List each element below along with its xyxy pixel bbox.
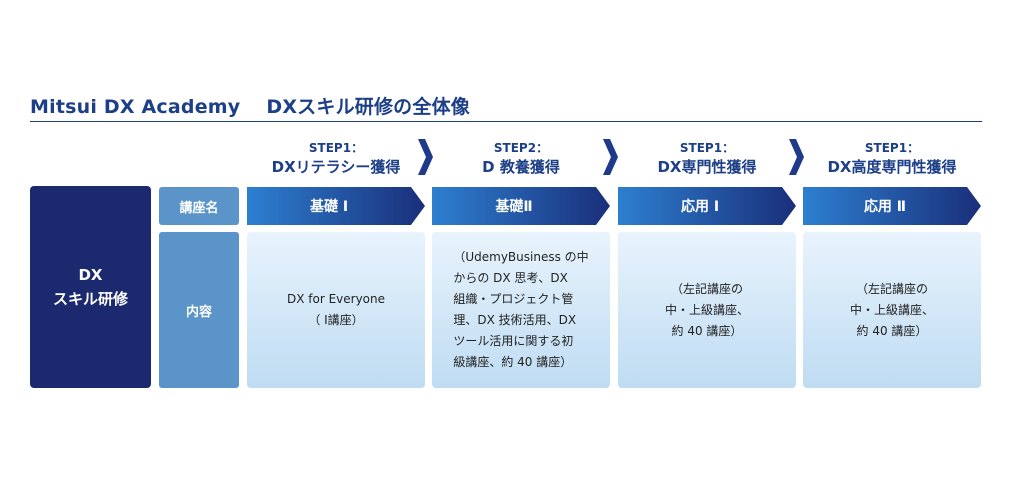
course-row-label: 講座名 [159,187,239,225]
course-content-3: （左記講座の 中・上級講座、 約 40 講座） [618,232,796,388]
dx-skill-training-block: DX スキル研修 [30,186,151,388]
step-number: STEP1： [308,141,364,155]
step-heading-3: STEP1： DX専門性獲得 [618,140,796,182]
course-content-4: （左記講座の 中・上級講座、 約 40 講座） [803,232,981,388]
course-name-2: 基礎Ⅱ [495,199,533,215]
course-content-text: （左記講座の 中・上級講座、 約 40 講座） [849,281,934,338]
step-number: STEP2： [493,141,549,155]
step-heading-4: STEP1： DX高度専門性獲得 [803,140,981,182]
chevron-right-icon [789,139,804,175]
diagram-title: DXスキル研修の全体像 [266,96,470,118]
step-heading-1: STEP1： DXリテラシー獲得 [247,140,425,182]
course-arrow-1 [247,187,425,225]
step-name: DX高度専門性獲得 [827,158,957,176]
chevron-right-icon [603,139,618,175]
course-name-1: 基礎 Ⅰ [309,199,349,215]
course-arrow-2 [432,187,610,225]
step-name: DXリテラシー獲得 [271,158,401,176]
step-name: DX専門性獲得 [657,158,757,176]
side-label-line-1: DX [78,266,103,284]
chevron-right-icon [418,139,433,175]
step-heading-2: STEP2： D 教養獲得 [432,140,610,182]
step-number: STEP1： [679,141,735,155]
step-number: STEP1： [864,141,920,155]
step-name: D 教養獲得 [482,158,560,176]
course-name-4: 応用 Ⅱ [863,199,907,215]
content-row-label: 内容 [159,232,239,388]
course-content-text: （UdemyBusiness の中 からの DX 思考、DX 組織・プロジェクト… [453,250,589,369]
header-divider [30,121,982,122]
course-name-3: 応用 Ⅰ [680,199,720,215]
course-arrow-3 [618,187,796,225]
course-arrow-4 [803,187,981,225]
course-content-text: DX for Everyone （ I講座） [286,292,386,327]
page-title: Mitsui DX Academy DXスキル研修の全体像 [30,92,470,119]
course-content-2: （UdemyBusiness の中 からの DX 思考、DX 組織・プロジェクト… [432,232,610,388]
side-label-line-2: スキル研修 [52,290,128,308]
brand-name: Mitsui DX Academy [30,96,241,118]
course-content-text: （左記講座の 中・上級講座、 約 40 講座） [664,281,749,338]
course-content-1: DX for Everyone （ I講座） [247,232,425,388]
